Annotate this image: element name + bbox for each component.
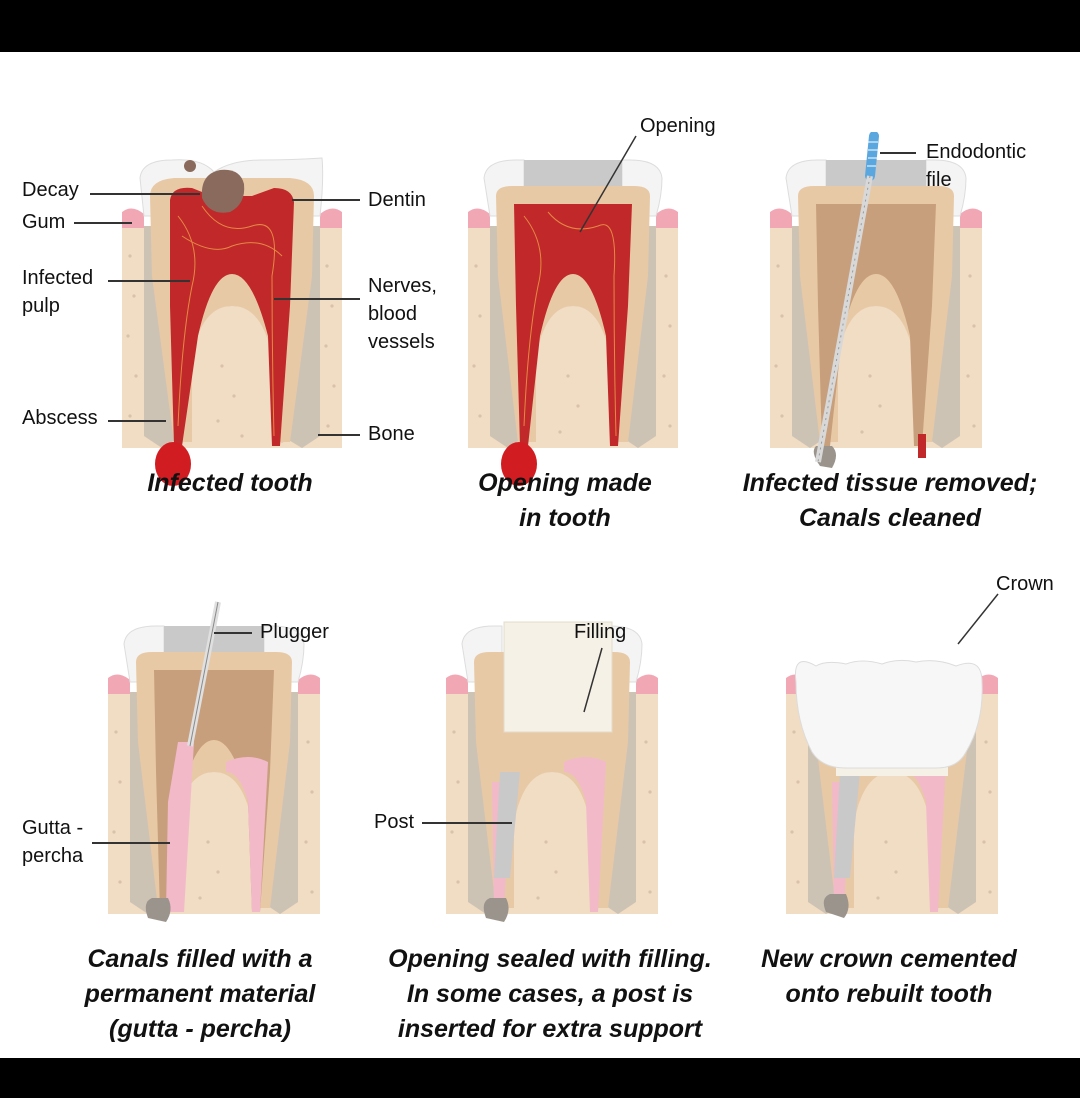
caption-step2: Opening made in tooth xyxy=(478,469,652,532)
caption-step4: Canals filled with a permanent material … xyxy=(84,945,316,1043)
leader-abscess xyxy=(108,420,166,422)
panel-canals-filled xyxy=(108,622,320,922)
label-opening: Opening xyxy=(640,115,716,137)
label-filling: Filling xyxy=(574,621,627,643)
tooth-filling-illustration xyxy=(446,621,658,922)
label-abscess: Abscess xyxy=(22,407,98,429)
leader-opening xyxy=(579,135,637,233)
tooth-filled-illustration xyxy=(108,625,320,922)
leader-dentin xyxy=(292,199,360,201)
tooth-opening-illustration xyxy=(468,159,678,486)
panel-infected-tooth xyxy=(122,156,342,486)
label-plugger: Plugger xyxy=(260,621,329,643)
panel-opening-made xyxy=(468,156,678,486)
leader-filling xyxy=(583,647,603,713)
leader-nerves xyxy=(274,298,360,300)
leader-bone xyxy=(318,434,360,436)
leader-decay xyxy=(90,193,200,195)
leader-crown xyxy=(957,593,999,645)
endodontic-file-instrument[interactable] xyxy=(810,132,890,472)
leader-plugger xyxy=(214,632,252,634)
label-bone: Bone xyxy=(368,423,415,445)
crown-cap xyxy=(794,659,983,769)
tooth-cleaned-illustration xyxy=(770,159,982,468)
label-gutta-percha: Gutta - percha xyxy=(22,817,84,867)
tooth-infected-illustration xyxy=(122,157,342,486)
leader-gutta-percha xyxy=(92,842,170,844)
caption-step5: Opening sealed with filling. In some cas… xyxy=(388,945,712,1043)
leader-infected-pulp xyxy=(108,280,190,282)
caption-step6: New crown cemented onto rebuilt tooth xyxy=(761,945,1017,1008)
tooth-crown-illustration xyxy=(786,659,998,918)
label-gum: Gum xyxy=(22,211,66,233)
panel-filling-post xyxy=(446,621,658,922)
caption-step1: Infected tooth xyxy=(147,469,313,497)
plugger-instrument[interactable] xyxy=(184,600,224,750)
post xyxy=(494,772,520,878)
label-crown: Crown xyxy=(996,573,1054,595)
caption-step3: Infected tissue removed; Canals cleaned xyxy=(742,469,1038,532)
decay-spot xyxy=(201,169,245,213)
label-nerves: Nerves, blood vessels xyxy=(368,275,437,353)
gutta-percha-right-canal xyxy=(226,757,268,912)
panel-crown xyxy=(786,622,998,918)
diagram-canvas: Decay Gum Infected pulp Abscess Dentin N… xyxy=(0,52,1080,1058)
label-decay: Decay xyxy=(22,179,79,201)
label-dentin: Dentin xyxy=(368,189,426,211)
label-endodontic-file: Endodontic file xyxy=(926,141,1027,191)
leader-gum xyxy=(74,222,132,224)
gutta-percha-left-canal xyxy=(166,742,194,912)
panel-canals-cleaned xyxy=(770,156,982,468)
leader-post xyxy=(422,822,512,824)
label-post: Post xyxy=(374,811,415,833)
leader-endodontic-file xyxy=(880,152,916,154)
label-infected-pulp: Infected pulp xyxy=(22,267,94,317)
